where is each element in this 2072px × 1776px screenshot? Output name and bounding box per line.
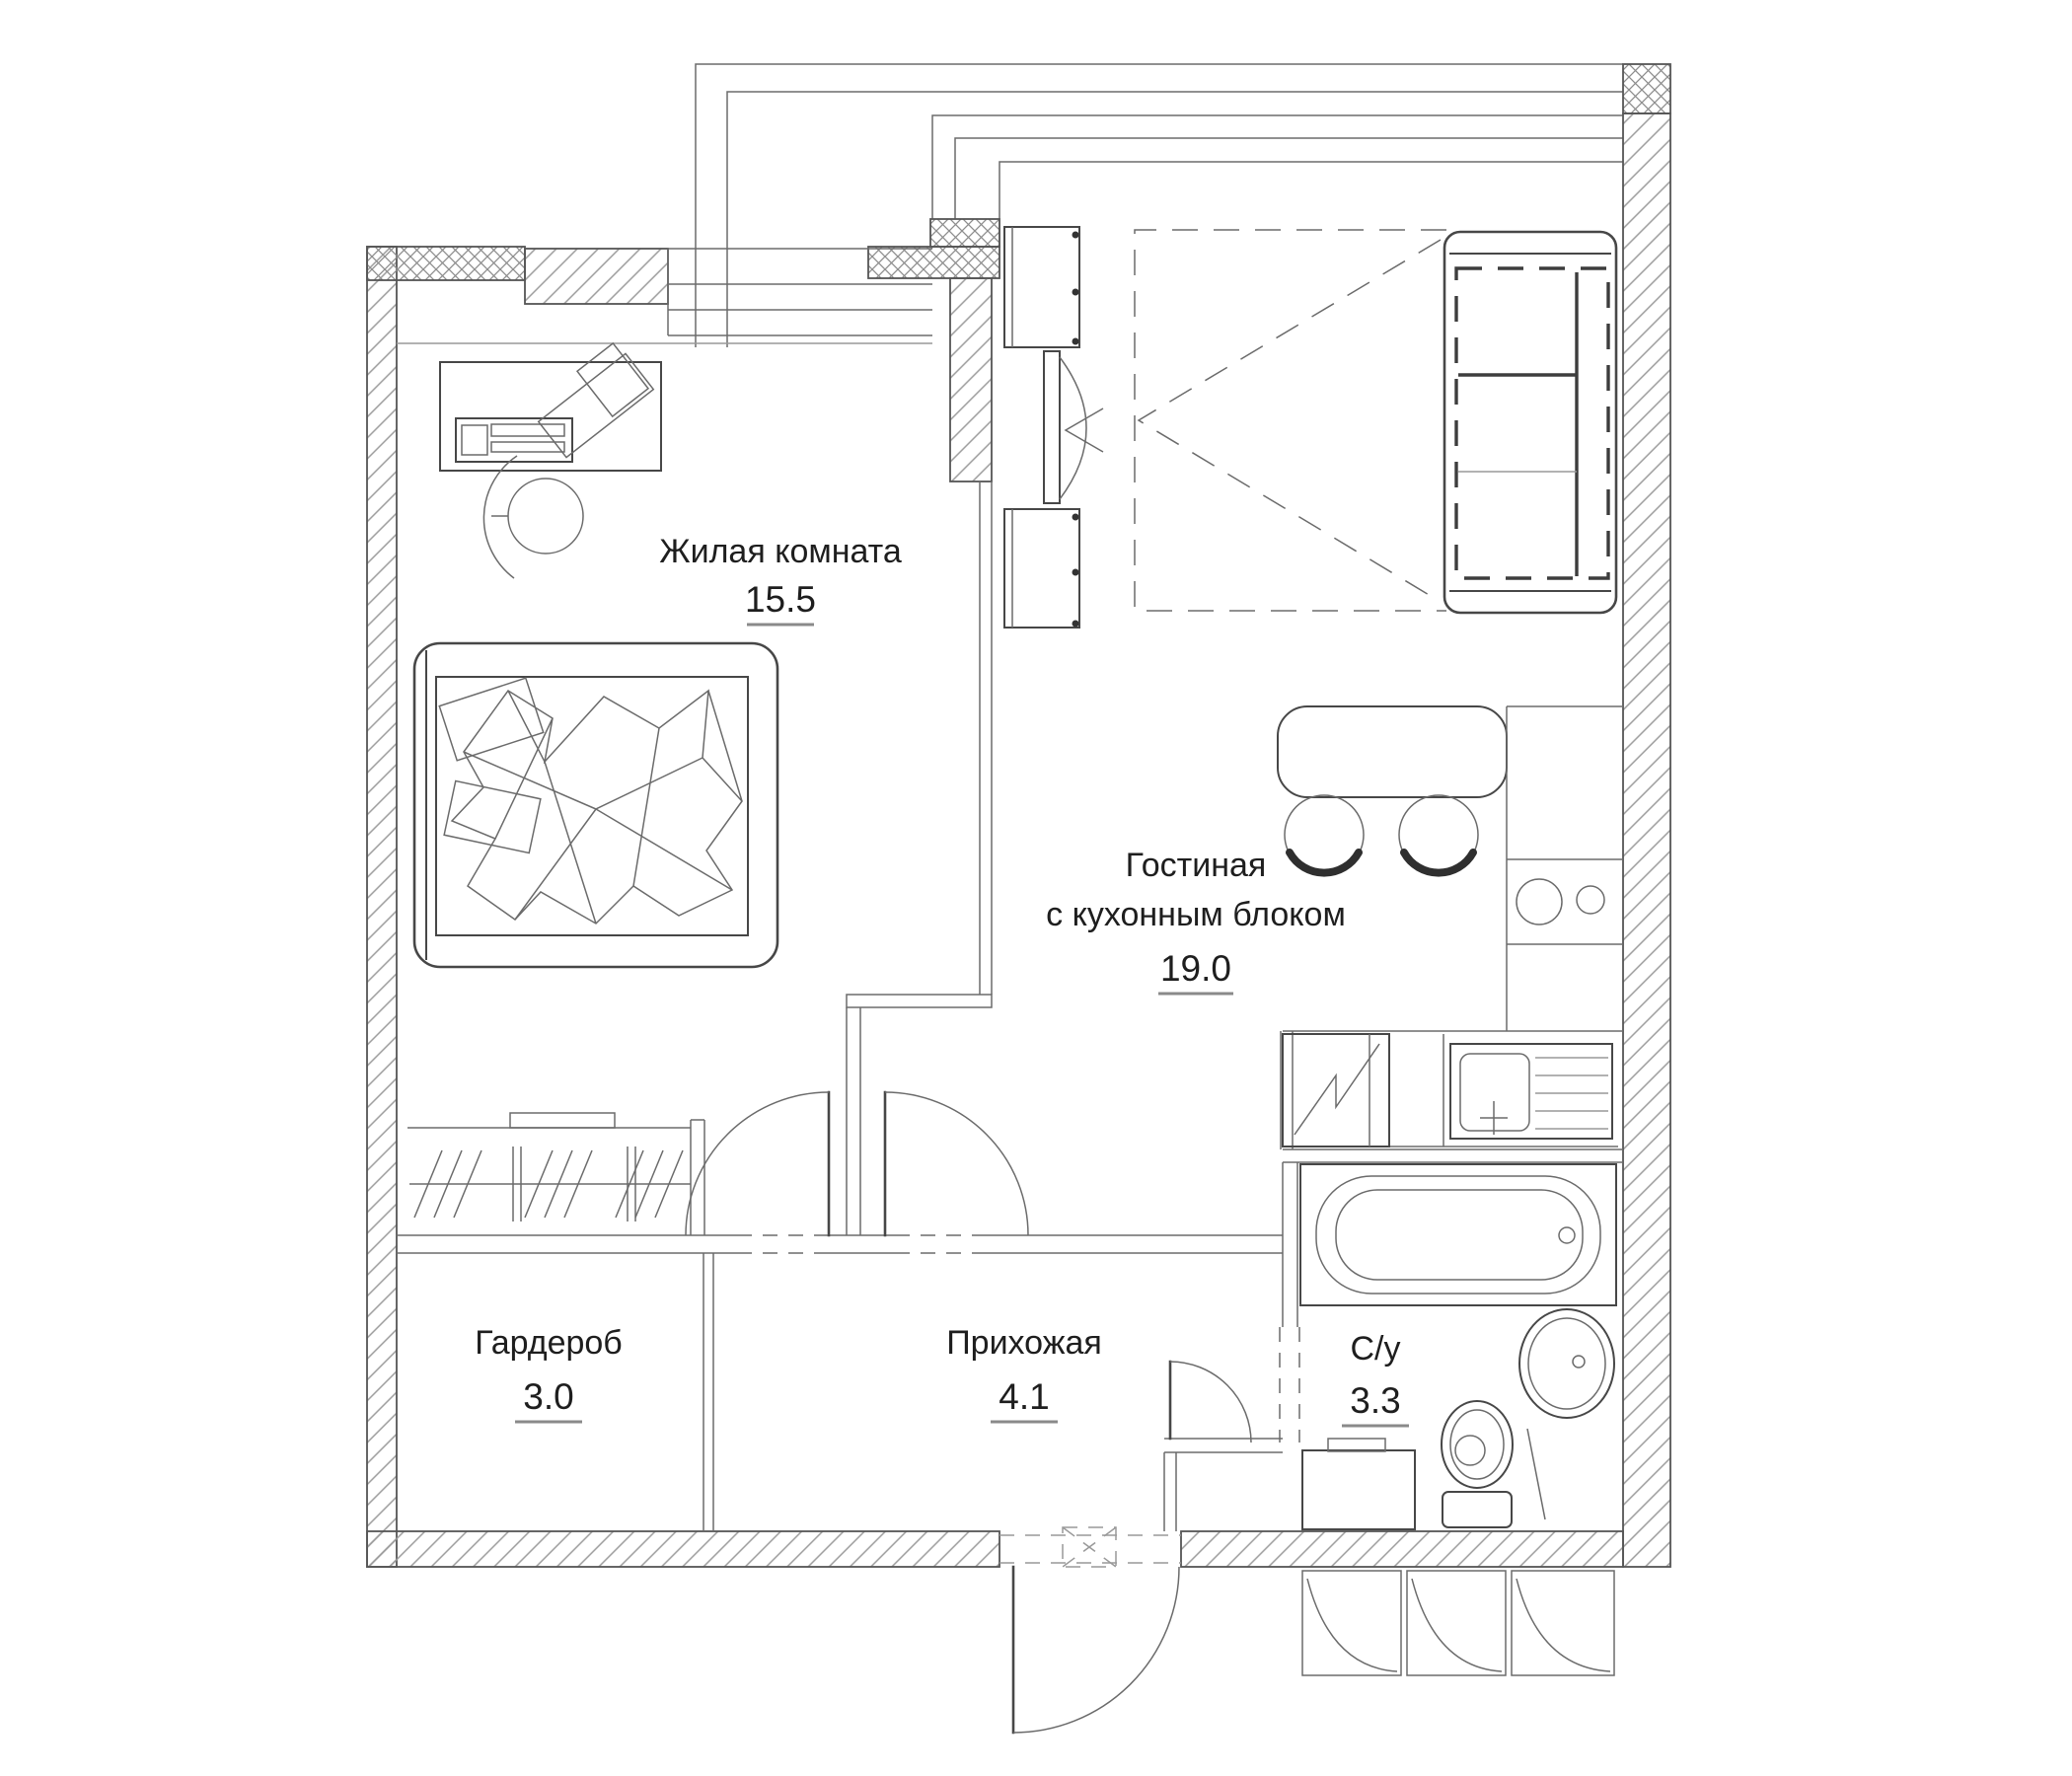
bedroom-area: 15.5: [745, 579, 816, 620]
kitchen-row: [1282, 1033, 1618, 1147]
living-kitchen-area: 19.0: [1160, 948, 1231, 989]
bedroom-label: Жилая комната: [659, 533, 902, 570]
bedroom-top-wall: [524, 248, 669, 305]
entrance-door: [999, 1526, 1181, 1735]
sink-drainer: [1535, 1057, 1608, 1130]
top-right-corner-block: [1622, 63, 1671, 114]
hallway-top-wall: [397, 1234, 1283, 1254]
bathroom-door: [1168, 1360, 1546, 1520]
desk: [439, 341, 662, 472]
left-wall: [366, 246, 398, 1568]
bedroom-window: [397, 248, 932, 344]
closet-rail: [407, 1112, 705, 1235]
washing-machine: [1301, 1438, 1416, 1530]
toilet: [1441, 1400, 1514, 1528]
center-dividing-wall-upper: [949, 277, 993, 482]
center-top-block-a: [929, 218, 1000, 248]
bedroom-top-corner-block: [366, 246, 526, 281]
hallway-area: 4.1: [999, 1376, 1049, 1417]
entrance-threshold: [999, 1526, 1181, 1568]
sofa: [1134, 229, 1618, 615]
bottom-wall-left: [366, 1530, 1000, 1568]
cooktop: [1516, 878, 1605, 925]
exterior-louvers: [1301, 1570, 1615, 1676]
pillow: [438, 677, 545, 762]
bed: [412, 641, 779, 969]
bathroom-walls: [1163, 1031, 1623, 1531]
desk-papers: [537, 341, 655, 459]
sofa-foldout-extent: [1134, 229, 1446, 612]
bar-stool: [1284, 794, 1365, 877]
bathroom-label: С/у: [1351, 1330, 1401, 1368]
bar-stool: [1398, 794, 1479, 877]
hanger-marks: [413, 1147, 684, 1221]
bottom-wall-right: [1180, 1530, 1624, 1568]
wardrobe-hallway-divider: [703, 1253, 714, 1531]
pillow: [443, 779, 542, 854]
room-bedroom: [405, 286, 947, 1233]
office-chair: [482, 455, 584, 579]
wardrobe-area: 3.0: [523, 1376, 573, 1417]
hallway-label: Прихожая: [946, 1324, 1102, 1362]
tv: [1043, 350, 1104, 504]
room-living-kitchen: [997, 168, 1618, 1233]
living-room-door: [883, 1090, 1029, 1237]
living-kitchen-label-line2: с кухонным блоком: [1046, 896, 1346, 933]
right-wall: [1622, 112, 1671, 1568]
room-hallway: [715, 1258, 1278, 1529]
wardrobe-label: Гардероб: [475, 1324, 623, 1362]
tv-cabinet-lower: [1003, 508, 1080, 629]
bathroom-dashed-wall: [1279, 1327, 1300, 1443]
tv-cabinet-upper: [1003, 226, 1080, 348]
walls: [366, 63, 1671, 1568]
blanket-sketch: [450, 689, 743, 925]
bedroom-door: [685, 1090, 831, 1237]
center-top-block-b: [867, 246, 1000, 279]
fridge: [1282, 1033, 1390, 1147]
kitchen-sink: [1449, 1043, 1613, 1140]
kitchen-counter: [1283, 705, 1623, 1032]
bathtub: [1299, 1163, 1617, 1306]
bathroom-area: 3.3: [1350, 1380, 1400, 1421]
room-labels: Жилая комната 15.5 Гостиная с кухонным б…: [475, 533, 1409, 1428]
center-partition: [846, 481, 993, 1235]
living-kitchen-label-line1: Гостиная: [1126, 847, 1267, 884]
washbasin: [1518, 1308, 1615, 1419]
